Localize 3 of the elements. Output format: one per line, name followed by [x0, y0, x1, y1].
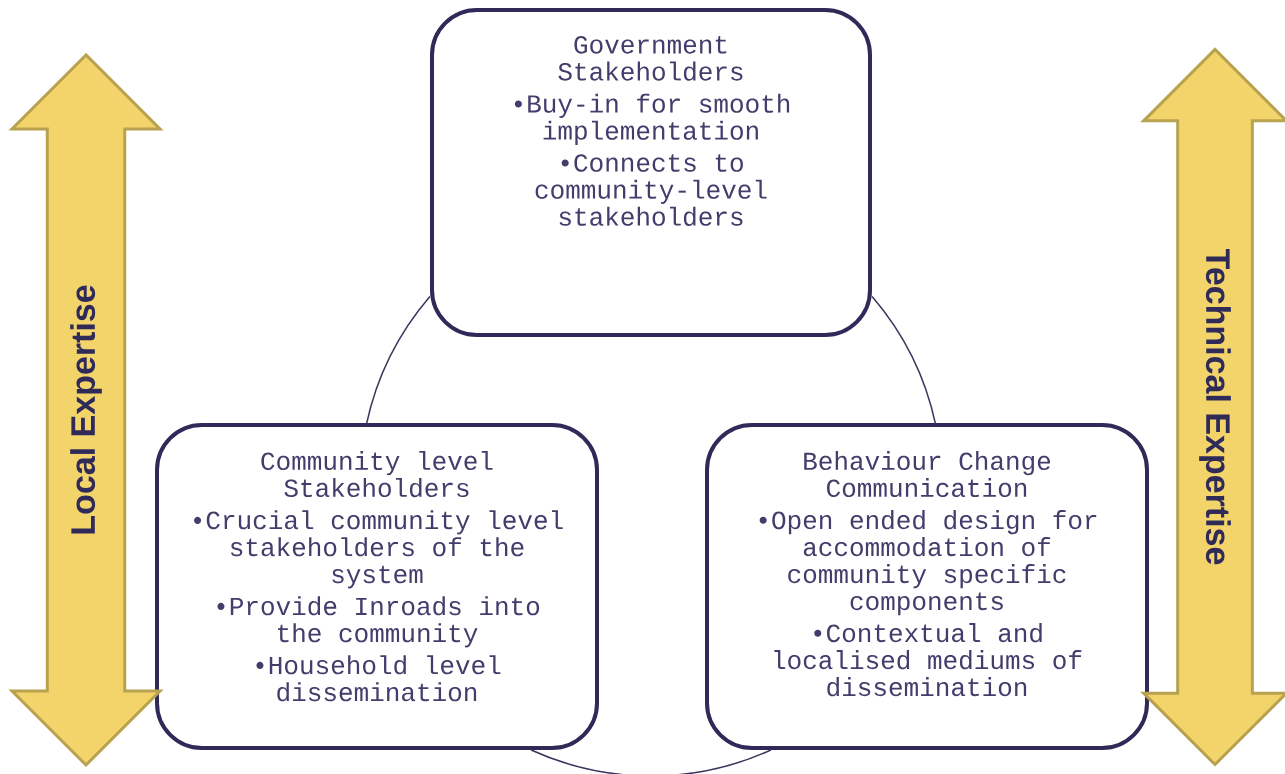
rounded-box: Community level Stakeholders •Crucial community level stakeholders of the system •Provide Inroads into the community •Household level dissemination [155, 423, 599, 750]
rounded-box: Behaviour Change Communication •Open ended design for accommodation of community specific components •Contextual and localised mediums of dissemination [705, 423, 1149, 750]
rounded-box: Government Stakeholders •Buy-in for smooth implementation •Connects to community-level stakeholders [430, 8, 872, 337]
